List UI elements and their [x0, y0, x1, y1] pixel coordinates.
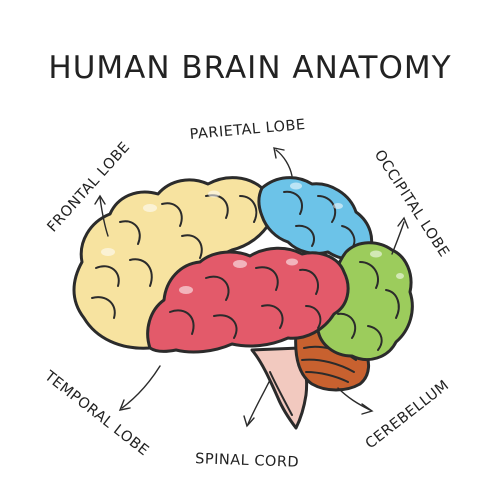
label-parietal-lobe: PARIETAL LOBE — [189, 117, 306, 143]
spinal-arrow — [247, 379, 271, 425]
frontal-arrow — [99, 197, 109, 237]
label-temporal-lobe: TEMPORAL LOBE — [41, 368, 152, 460]
temporal-arrow — [121, 365, 161, 409]
label-spinal-cord: SPINAL CORD — [195, 451, 299, 471]
brain-illustration — [72, 176, 414, 430]
occipital-arrow — [391, 221, 405, 255]
label-occipital-lobe: OCCIPITAL LOBE — [371, 147, 452, 260]
label-cerebellum: CEREBELLUM — [363, 377, 453, 452]
diagram-title: HUMAN BRAIN ANATOMY — [48, 50, 451, 86]
label-arrows — [94, 147, 409, 428]
cerebellum-arrow — [337, 387, 371, 411]
parietal-arrow — [275, 149, 293, 177]
temporal-lobe-region — [146, 246, 350, 354]
